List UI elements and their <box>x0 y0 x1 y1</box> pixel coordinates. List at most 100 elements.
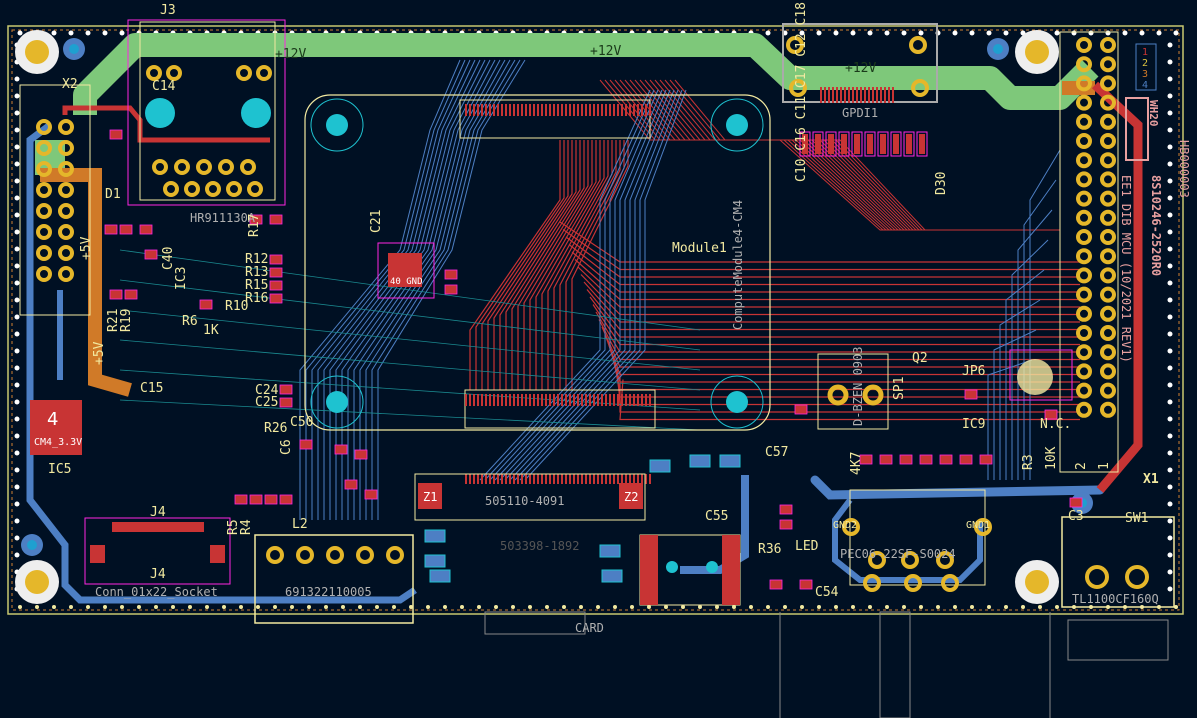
sp1-pad <box>862 384 884 406</box>
ic-qfn-body[interactable] <box>388 253 422 287</box>
logo-wh20-text: WH20 <box>1147 100 1160 127</box>
pad <box>1076 94 1092 111</box>
pad <box>593 104 595 116</box>
pad <box>836 87 838 103</box>
back-copper-track-jack[interactable] <box>832 498 983 583</box>
trace <box>499 89 667 481</box>
via <box>868 605 872 609</box>
pad <box>609 474 611 484</box>
j3-courtyard[interactable] <box>127 19 286 206</box>
ic-qfn-courtyard <box>377 242 435 299</box>
trace <box>489 89 659 481</box>
front-copper-track-right[interactable] <box>1091 81 1143 493</box>
usb-shield-left <box>640 535 658 605</box>
pad <box>493 474 495 484</box>
terminal-block-outline <box>254 534 414 624</box>
via <box>17 30 23 36</box>
pad <box>569 394 571 406</box>
back-copper-track-left[interactable] <box>26 122 417 604</box>
via <box>1088 30 1094 36</box>
via <box>1167 348 1173 354</box>
smd-part <box>1069 497 1083 508</box>
smd-part <box>939 454 953 465</box>
usb-hole <box>666 561 678 573</box>
via <box>52 605 56 609</box>
pad <box>36 119 52 135</box>
via <box>1167 314 1173 320</box>
via <box>171 605 175 609</box>
cap-pad <box>841 134 847 154</box>
pad <box>565 104 567 116</box>
pad <box>629 104 631 116</box>
j4-courtyard[interactable] <box>84 517 231 585</box>
pad <box>58 119 74 135</box>
pad <box>609 104 611 116</box>
trace <box>1017 209 1053 480</box>
pad <box>296 546 314 564</box>
label-hr911130a: HR911130A <box>190 211 256 225</box>
front-copper-track-j3[interactable] <box>62 105 270 143</box>
pad <box>820 87 822 103</box>
pad <box>521 104 523 116</box>
via <box>1167 229 1173 235</box>
pad <box>501 104 503 116</box>
via <box>613 605 617 609</box>
label-header-pin2: 2 <box>1074 462 1089 470</box>
trace <box>481 140 569 390</box>
label-5v-b: +5V <box>92 341 107 365</box>
label-12v-a: +12V <box>275 47 306 62</box>
back-copper-track-right[interactable] <box>810 475 1105 500</box>
label-gpdi: GPDI1 <box>842 106 878 120</box>
pad <box>326 546 344 564</box>
smd-part <box>269 214 283 225</box>
via <box>579 605 583 609</box>
sp1-outline <box>817 353 889 430</box>
trace <box>619 379 1080 421</box>
pad <box>529 104 531 116</box>
trace <box>598 319 1080 361</box>
label-c50: C50 <box>290 415 313 430</box>
via <box>1003 30 1009 36</box>
pad <box>1100 37 1116 53</box>
via <box>1139 30 1145 36</box>
via <box>443 605 447 609</box>
smd-part <box>299 439 313 450</box>
z1-pad[interactable] <box>418 483 442 509</box>
ic5-body[interactable] <box>30 400 82 455</box>
board-edge <box>7 25 1184 615</box>
pad <box>501 474 503 484</box>
pad <box>226 181 242 197</box>
layer-3: 3 <box>1142 69 1148 80</box>
pad <box>605 394 607 406</box>
trace <box>377 59 526 520</box>
via <box>1167 212 1173 218</box>
pad <box>1076 248 1092 265</box>
trace <box>311 59 471 520</box>
via <box>1167 552 1173 558</box>
trace <box>1011 239 1049 480</box>
sw1-outline[interactable] <box>1061 516 1175 608</box>
pad <box>501 394 503 406</box>
via <box>1038 605 1042 609</box>
pad <box>485 474 487 484</box>
power-track-12v[interactable] <box>73 33 1099 115</box>
pad <box>573 104 575 116</box>
trace <box>509 89 675 481</box>
smd-part <box>264 494 278 505</box>
label-jp6: JP6 <box>962 364 985 379</box>
pad <box>876 87 878 103</box>
module-connector-bottom <box>464 389 656 429</box>
pad <box>541 104 543 116</box>
via <box>120 605 124 609</box>
pad <box>1100 113 1116 130</box>
pad <box>477 394 479 406</box>
pad <box>569 474 571 484</box>
pad <box>465 394 467 406</box>
z2-pad[interactable] <box>619 483 643 509</box>
pad <box>497 474 499 484</box>
label-1k: 1K <box>203 323 219 338</box>
pad <box>1076 344 1092 361</box>
label-c24: C24 <box>255 383 279 398</box>
back-copper-bus <box>119 59 1061 520</box>
